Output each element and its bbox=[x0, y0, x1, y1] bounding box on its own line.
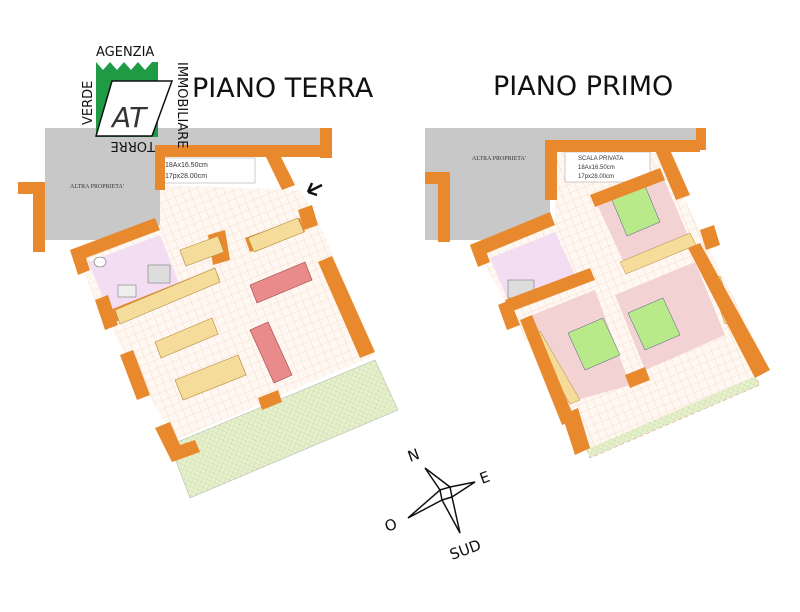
staircase bbox=[564, 151, 651, 183]
stair-dim-2: 17px28.00cm bbox=[578, 174, 614, 180]
logo-mark: AT bbox=[110, 101, 148, 134]
sofa-2 bbox=[249, 321, 293, 384]
compass-east-arm bbox=[449, 481, 476, 499]
compass-east: E bbox=[477, 468, 492, 488]
compass-west: O bbox=[382, 515, 399, 536]
cabinet bbox=[247, 217, 305, 253]
staircase bbox=[159, 157, 256, 184]
toilet bbox=[93, 256, 107, 268]
sofa bbox=[249, 261, 313, 304]
compass-north-arm bbox=[424, 467, 452, 491]
walls bbox=[425, 128, 770, 455]
logo-top-text: AGENZIA bbox=[96, 45, 154, 60]
first-floor-title: PIANO PRIMO bbox=[493, 71, 673, 102]
logo-left-text: VERDE bbox=[81, 81, 96, 125]
stair-dim-1: 18Ax16.50cm bbox=[165, 162, 208, 169]
neighbor-label: ALTRA PROPRIETA' bbox=[70, 184, 124, 190]
stair-label: SCALA PRIVATA bbox=[578, 156, 623, 162]
compass-south: SUD bbox=[447, 536, 483, 564]
kitchen-counter bbox=[179, 235, 225, 267]
neighbor-label: ALTRA PROPRIETA' bbox=[472, 156, 526, 162]
garden bbox=[169, 359, 399, 499]
stair-dim-2: 17px28.00cm bbox=[165, 173, 207, 180]
sideboard bbox=[154, 317, 219, 359]
compass-south-arm bbox=[440, 496, 461, 534]
compass-rose: N E O SUD bbox=[382, 445, 492, 564]
furniture bbox=[93, 217, 313, 401]
first-floor-plan: ALTRA PROPRIETA' SCALA PRIVATA 18Ax16.50… bbox=[425, 71, 770, 459]
compass-north: N bbox=[405, 445, 422, 466]
ground-floor-title: PIANO TERRA bbox=[192, 73, 374, 104]
stair-dim-1: 18Ax16.50cm bbox=[578, 165, 615, 171]
compass-west-arm bbox=[407, 488, 443, 519]
logo-bottom-text: TORRE bbox=[111, 138, 156, 153]
counter bbox=[114, 267, 221, 325]
ground-floor-plan: ALTRA PROPRIETA' 18Ax16.50cm 17px28.00cm bbox=[18, 73, 399, 499]
logo-right-text: IMMOBILIARE bbox=[174, 62, 189, 148]
entrance-arrow-icon bbox=[306, 182, 323, 197]
shower bbox=[147, 264, 171, 284]
agency-logo: AT AGENZIA VERDE IMMOBILIARE TORRE bbox=[81, 45, 189, 153]
beds bbox=[507, 185, 736, 405]
neighbor-property bbox=[45, 128, 160, 240]
dining-table bbox=[174, 354, 247, 401]
sink bbox=[117, 284, 137, 298]
